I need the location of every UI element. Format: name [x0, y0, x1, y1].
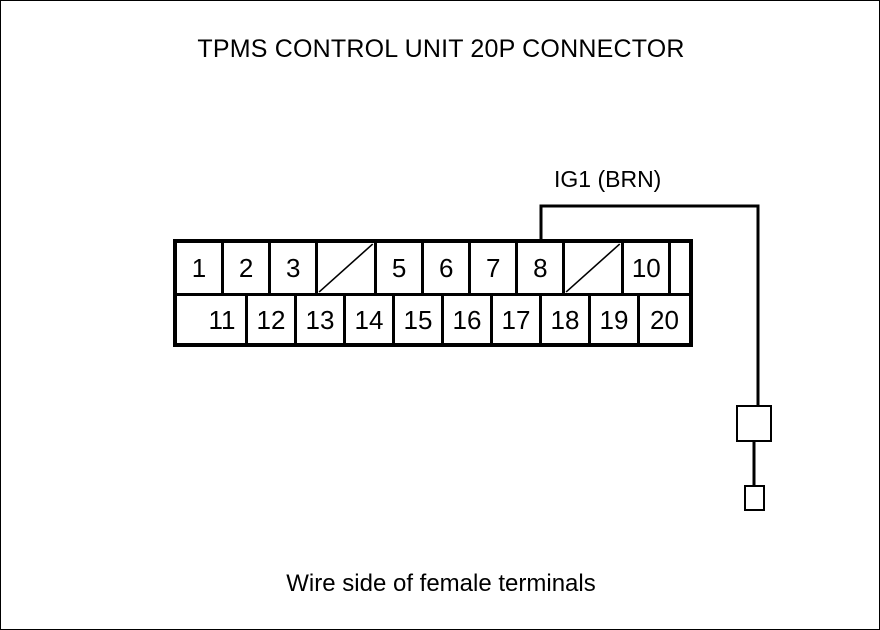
pin-cell-13: 13	[297, 296, 346, 343]
pin-cell-11: 11	[199, 296, 248, 343]
pin-number: 12	[256, 304, 286, 335]
unused-cavity	[565, 243, 625, 296]
unused-cavity	[318, 243, 378, 296]
pin-cell-2: 2	[224, 243, 272, 296]
pin-cell-15: 15	[395, 296, 444, 343]
pin-number: 18	[550, 304, 580, 335]
pin-cell-19: 19	[591, 296, 640, 343]
pin-cell-5: 5	[377, 243, 425, 296]
pin-number: 3	[285, 253, 301, 283]
pin-number: 10	[631, 253, 661, 283]
pin-cell-3: 3	[271, 243, 319, 296]
pin-number: 13	[305, 304, 335, 335]
pin-number: 1	[191, 253, 207, 283]
pin-number: 5	[391, 253, 407, 283]
diagram-title: TPMS CONTROL UNIT 20P CONNECTOR	[197, 35, 685, 63]
diagram-caption: Wire side of female terminals	[286, 570, 596, 597]
terminal-box-upper	[736, 405, 772, 442]
pin-number: 6	[438, 253, 454, 283]
pin-row-bottom: 11 12 13 14 15 16 17 18 19 20	[177, 296, 689, 343]
pin-cell-17: 17	[493, 296, 542, 343]
pin-number: 7	[486, 253, 501, 283]
edge-spacer-cell	[671, 243, 689, 296]
slash-icon	[565, 243, 621, 293]
pin-number: 8	[533, 253, 548, 283]
wire-label-ig1: IG1 (BRN)	[554, 166, 662, 192]
pin-cell-7: 7	[471, 243, 519, 296]
terminal-box-lower	[744, 485, 765, 511]
pin-number: 16	[452, 304, 482, 335]
pin-number: 15	[403, 304, 433, 335]
pin-cell-1: 1	[177, 243, 225, 296]
pin-cell-12: 12	[248, 296, 297, 343]
pin-number: 19	[599, 304, 629, 335]
pin-number: 11	[208, 304, 236, 335]
pin-row-top: 1 2 3 5 6 7 8 10	[177, 243, 689, 296]
pin-cell-8: 8	[518, 243, 566, 296]
edge-spacer-cell	[177, 296, 199, 343]
pin-cell-10: 10	[624, 243, 672, 296]
pin-cell-16: 16	[444, 296, 493, 343]
slash-icon	[318, 243, 374, 293]
pin-number: 20	[650, 304, 679, 335]
pin-number: 17	[501, 304, 531, 335]
pin-number: 14	[354, 304, 384, 335]
pin-number: 2	[238, 253, 254, 283]
pin-cell-14: 14	[346, 296, 395, 343]
pin-cell-18: 18	[542, 296, 591, 343]
pin-cell-6: 6	[424, 243, 472, 296]
pin-cell-20: 20	[640, 296, 689, 343]
